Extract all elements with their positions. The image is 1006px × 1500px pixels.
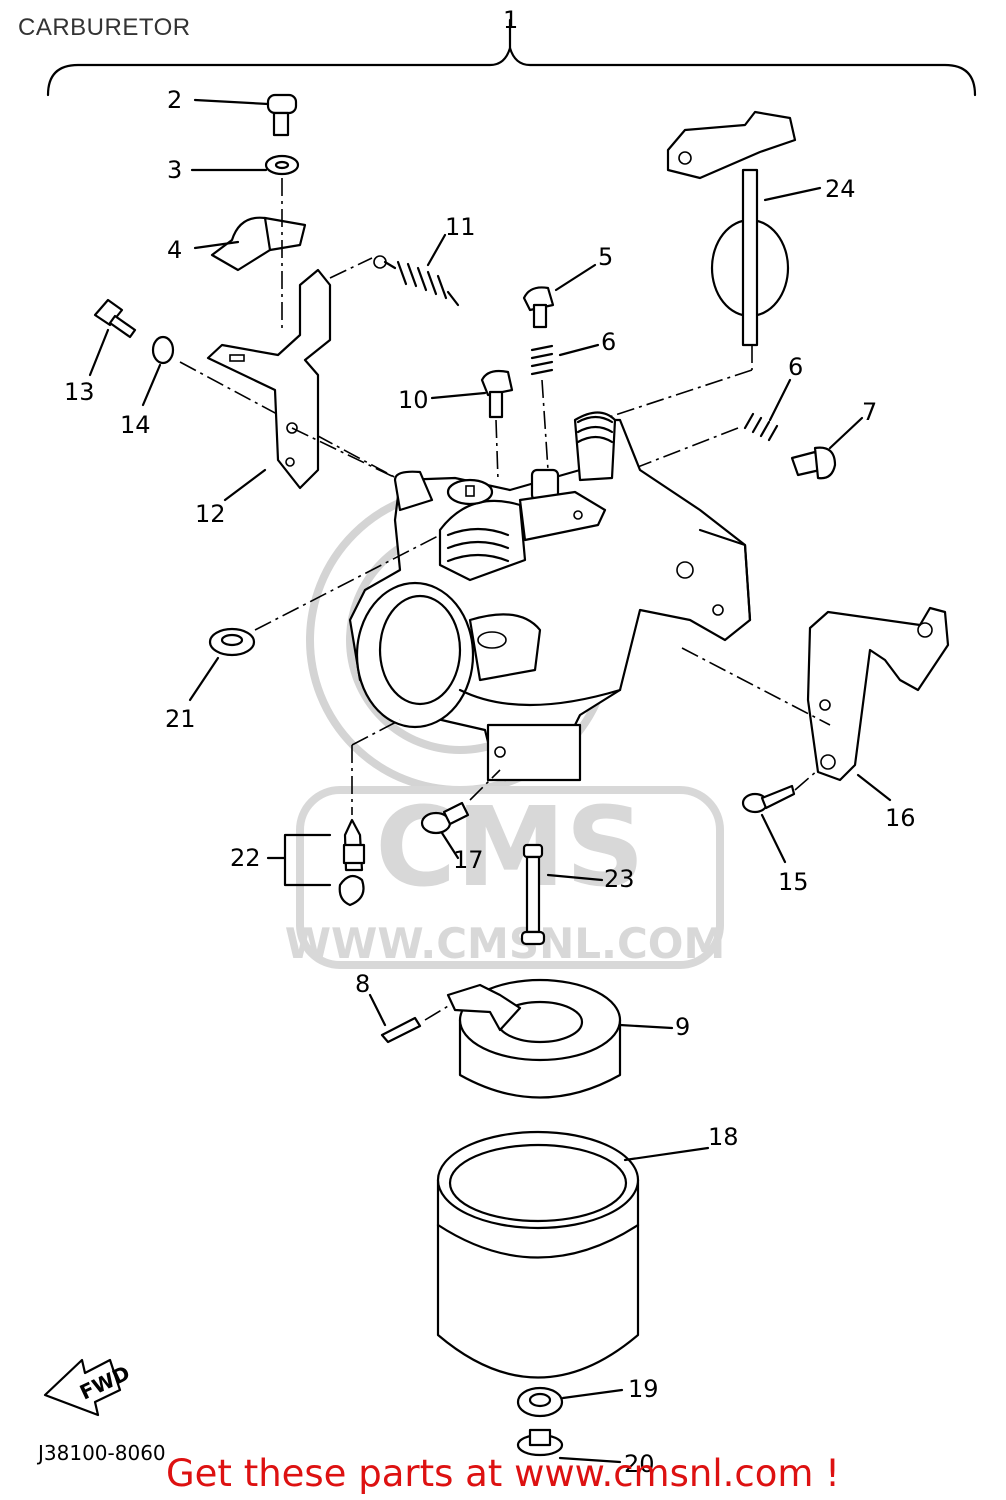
part-label: 13 — [64, 378, 95, 406]
part-label: 11 — [445, 213, 476, 241]
part-20-drain-screw — [516, 1428, 622, 1464]
part-6-spring-right — [743, 378, 792, 442]
part-6-spring-upper — [530, 343, 600, 376]
part-label: 20 — [624, 1450, 655, 1478]
part-labels: 2 3 4 5 6 6 7 8 9 10 11 12 13 14 15 16 1… — [64, 86, 916, 1478]
part-2-screw — [193, 93, 298, 137]
part-label: 7 — [862, 398, 877, 426]
part-label: 21 — [165, 705, 196, 733]
part-15-screw — [741, 784, 796, 864]
promo-link[interactable]: Get these parts at www.cmsnl.com ! — [165, 1452, 840, 1495]
part-8-pin — [368, 993, 422, 1044]
part-label: 2 — [167, 86, 182, 114]
part-label: 4 — [167, 236, 182, 264]
part-18-float-bowl — [436, 1130, 710, 1379]
part-13-bolt — [88, 298, 137, 377]
part-4-clamp — [193, 216, 307, 272]
part-14-washer — [141, 335, 175, 407]
part-16-bracket — [806, 606, 950, 802]
part-label: 19 — [628, 1375, 659, 1403]
part-9-float — [446, 978, 674, 1099]
figure-code: J38100-8060 — [36, 1441, 166, 1465]
part-22-needle-valve — [266, 818, 366, 907]
part-10-screw — [430, 369, 514, 419]
part-17-screw — [420, 801, 470, 860]
part-label: 24 — [825, 175, 856, 203]
part-11-spring — [373, 233, 460, 307]
page-title: CARBURETOR — [18, 14, 191, 41]
part-label: 22 — [230, 844, 261, 872]
watermark-url: WWW.CMSNL.COM — [285, 919, 726, 968]
part-19-gasket — [516, 1386, 624, 1418]
part-21-washer — [188, 627, 256, 702]
part-label: 9 — [675, 1013, 690, 1041]
part-24-throttle-shaft — [666, 110, 822, 347]
part-5-screw — [522, 263, 597, 329]
part-label: 15 — [778, 868, 809, 896]
assembly-label: 1 — [503, 6, 518, 34]
part-label: 3 — [167, 156, 182, 184]
part-12-bracket — [206, 268, 332, 502]
part-label: 14 — [120, 411, 151, 439]
part-label: 8 — [355, 970, 370, 998]
assembly-bracket: 1 — [46, 6, 977, 97]
watermark-logo-text: CMS — [375, 783, 644, 911]
part-label: 10 — [398, 386, 429, 414]
part-23-nozzle — [520, 843, 604, 946]
part-7-screw — [790, 416, 864, 480]
part-label: 12 — [195, 500, 226, 528]
fwd-arrow-icon: FWD — [43, 1358, 134, 1417]
part-label: 5 — [598, 243, 613, 271]
part-label: 23 — [604, 865, 635, 893]
part-label: 16 — [885, 804, 916, 832]
part-3-washer — [190, 154, 300, 176]
part-label: 17 — [453, 846, 484, 874]
part-label: 6 — [788, 353, 803, 381]
part-label: 6 — [601, 328, 616, 356]
part-label: 18 — [708, 1123, 739, 1151]
carburetor-body — [348, 411, 752, 782]
